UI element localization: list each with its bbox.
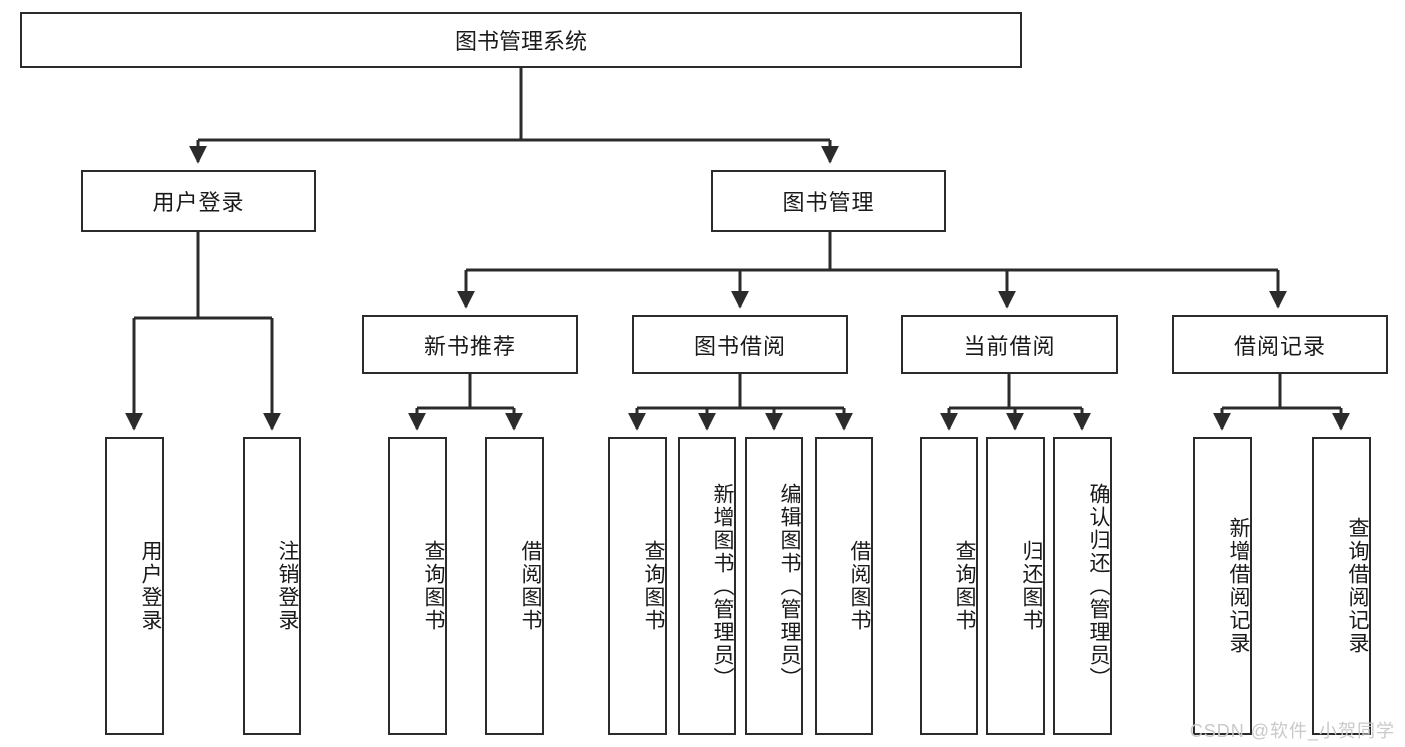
node-leaf-borrow-book-1[interactable]: 借阅图书 [485, 437, 544, 735]
node-leaf-query-book-2-label: 查询图书 [642, 540, 665, 632]
node-leaf-logout-login[interactable]: 注销登录 [243, 437, 301, 735]
node-user-login[interactable]: 用户登录 [81, 170, 316, 232]
node-book-manage-label: 图书管理 [782, 190, 875, 215]
node-leaf-borrow-book-2-label: 借阅图书 [848, 540, 871, 632]
node-book-manage[interactable]: 图书管理 [711, 170, 946, 232]
node-leaf-logout-login-label: 注销登录 [276, 540, 299, 632]
node-leaf-user-login[interactable]: 用户登录 [105, 437, 164, 735]
node-current-borrow[interactable]: 当前借阅 [901, 315, 1118, 374]
node-leaf-edit-book-label: 编辑图书（管理员） [778, 482, 801, 690]
node-borrow-record-label: 借阅记录 [1233, 333, 1326, 359]
node-leaf-query-book-2[interactable]: 查询图书 [608, 437, 667, 735]
node-leaf-confirm-return[interactable]: 确认归还（管理员） [1053, 437, 1112, 735]
node-leaf-add-record[interactable]: 新增借阅记录 [1193, 437, 1252, 735]
node-leaf-borrow-book-1-label: 借阅图书 [519, 540, 542, 632]
node-book-borrow-label: 图书借阅 [693, 333, 786, 359]
node-new-book-rec-label: 新书推荐 [423, 333, 516, 359]
node-leaf-return-book-label: 归还图书 [1020, 540, 1043, 632]
node-book-borrow[interactable]: 图书借阅 [632, 315, 848, 374]
watermark: CSDN @软件_小贺同学 [1189, 721, 1395, 741]
node-leaf-query-record-label: 查询借阅记录 [1346, 517, 1369, 655]
node-leaf-return-book[interactable]: 归还图书 [986, 437, 1045, 735]
node-leaf-add-book-label: 新增图书（管理员） [711, 482, 734, 690]
node-root[interactable]: 图书管理系统 [20, 12, 1022, 68]
node-leaf-confirm-return-label: 确认归还（管理员） [1087, 482, 1110, 690]
node-leaf-add-record-label: 新增借阅记录 [1227, 517, 1250, 655]
node-leaf-query-book-3-label: 查询图书 [953, 540, 976, 632]
node-user-login-label: 用户登录 [152, 190, 245, 215]
node-leaf-query-book-3[interactable]: 查询图书 [920, 437, 978, 735]
node-leaf-query-record[interactable]: 查询借阅记录 [1312, 437, 1371, 735]
node-leaf-add-book[interactable]: 新增图书（管理员） [678, 437, 736, 735]
node-root-label: 图书管理系统 [454, 29, 587, 54]
node-new-book-rec[interactable]: 新书推荐 [362, 315, 578, 374]
node-leaf-user-login-label: 用户登录 [139, 540, 162, 632]
node-borrow-record[interactable]: 借阅记录 [1172, 315, 1388, 374]
node-leaf-borrow-book-2[interactable]: 借阅图书 [815, 437, 873, 735]
node-current-borrow-label: 当前借阅 [963, 333, 1056, 359]
node-leaf-query-book-1-label: 查询图书 [422, 540, 445, 632]
node-leaf-query-book-1[interactable]: 查询图书 [388, 437, 447, 735]
node-leaf-edit-book[interactable]: 编辑图书（管理员） [745, 437, 803, 735]
